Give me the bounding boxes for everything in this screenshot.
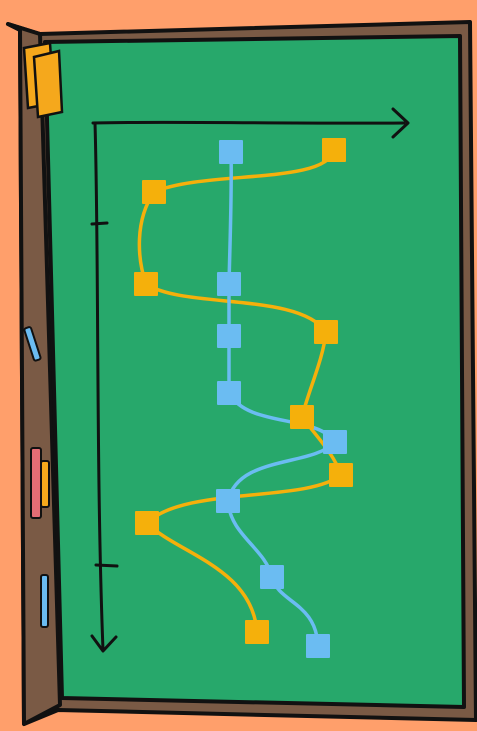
series-a-node	[134, 272, 158, 296]
orange-marker-icon	[40, 460, 50, 508]
series-b-node	[217, 381, 241, 405]
blue-marker-icon	[23, 326, 42, 362]
series-b-node	[323, 430, 347, 454]
series-a-edge	[145, 521, 259, 634]
chalk-tray	[6, 22, 62, 726]
series-b-node	[216, 489, 240, 513]
red-marker-icon	[30, 447, 42, 519]
green-board	[43, 34, 466, 709]
vertical-tick	[94, 563, 119, 568]
sticky-note	[22, 41, 64, 119]
sticky-note-icon	[22, 41, 64, 119]
series-b-node	[217, 272, 241, 296]
series-a-node	[290, 405, 314, 429]
vertical-tick	[90, 221, 109, 226]
series-a-node	[314, 320, 338, 344]
series-b-node	[217, 324, 241, 348]
nodes	[134, 138, 353, 658]
axes	[90, 107, 410, 653]
markers	[23, 326, 50, 628]
blue-marker-icon	[40, 574, 49, 628]
board	[6, 20, 477, 726]
series-a-node	[135, 511, 159, 535]
series-a-edge	[144, 282, 328, 334]
series-a-node	[322, 138, 346, 162]
series-b-node	[306, 634, 330, 658]
horizontal-arrowhead	[391, 107, 410, 139]
vertical-axis	[93, 121, 105, 652]
series-a-edge	[145, 473, 343, 525]
series-a-node	[142, 180, 166, 204]
horizontal-axis	[91, 120, 406, 125]
series-b-node	[260, 565, 284, 589]
series-b-node	[219, 140, 243, 164]
vertical-arrowhead	[90, 634, 118, 653]
series-a-node	[329, 463, 353, 487]
series-a-node	[245, 620, 269, 644]
series-b-edge	[227, 150, 234, 286]
